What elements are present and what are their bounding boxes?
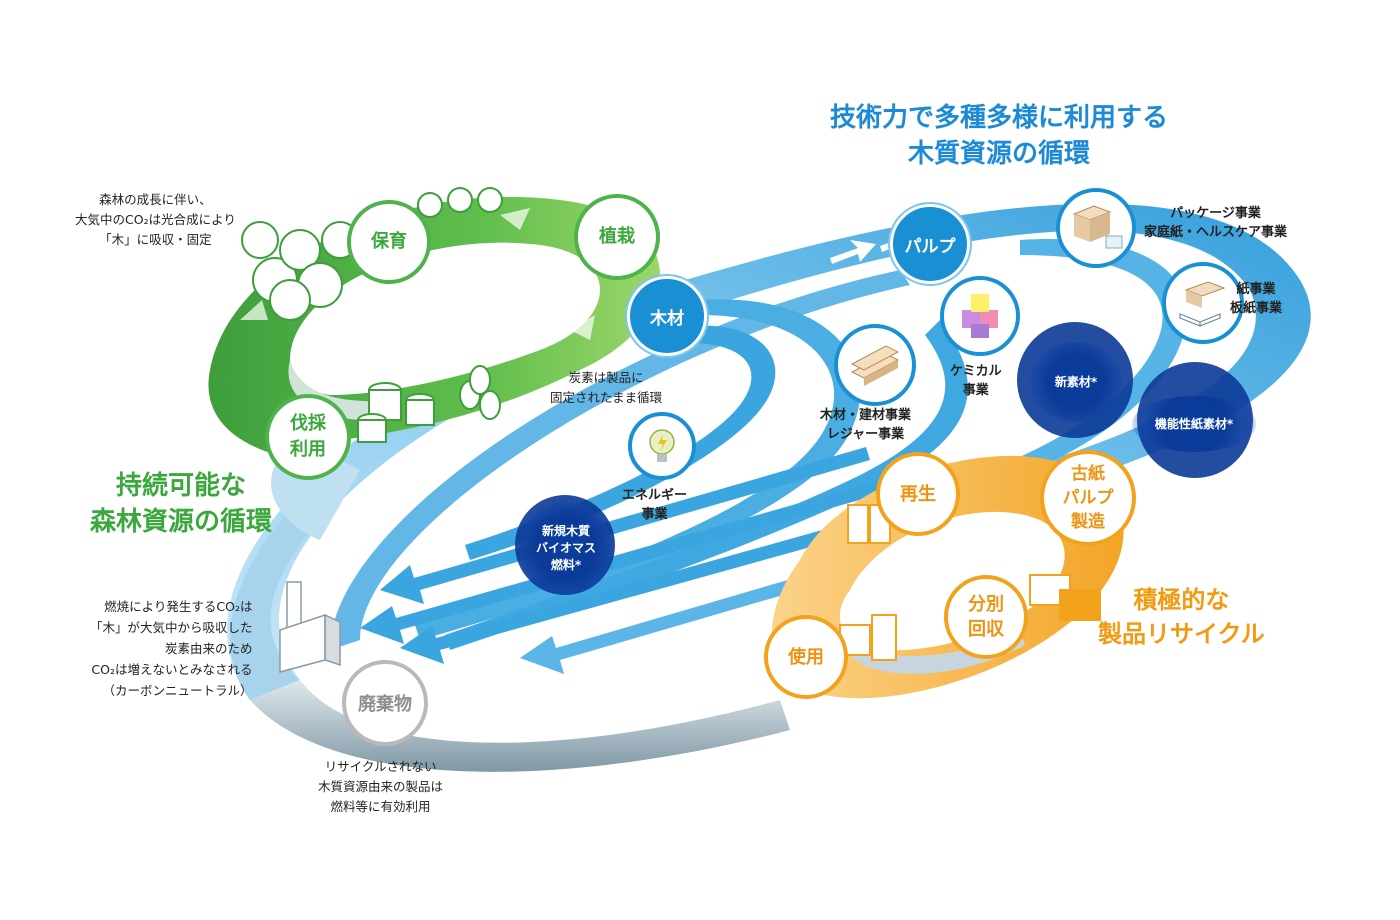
label-energy-line2: 事業 [641, 507, 668, 522]
node-harvest-use: 伐採 利用 [265, 394, 351, 480]
note-forest-co2: 森林の成長に伴い、 大気中のCO₂は光合成により 「木」に吸収・固定 [75, 190, 236, 250]
stumps-logs [357, 365, 501, 443]
note-carbon-line1: 炭素は製品に [568, 370, 644, 385]
node-functional-paper-label: 機能性紙素材* [1154, 416, 1234, 431]
node-regenerate: 再生 [876, 452, 960, 536]
title-orange-line1: 積極的な [1133, 586, 1230, 614]
label-package-business: パッケージ事業 家庭紙・ヘルスケア事業 [1144, 204, 1287, 242]
title-blue-line1: 技術力で多種多様に利用する [830, 103, 1169, 133]
note-combustion-line4: CO₂は増えないとみなされる [91, 662, 253, 677]
note-forest-line2: 大気中のCO₂は光合成により [75, 212, 236, 227]
label-chemical-business: ケミカル 事業 [950, 362, 1002, 400]
lightbulb-icon-glyph [649, 429, 675, 462]
node-sorting-line1: 分別 [968, 594, 1004, 615]
note-combustion-line3: 炭素由来のため [165, 641, 253, 656]
node-biomass-line2: バイオマス [535, 540, 596, 555]
label-timber-line1: 木材・建材事業 [820, 408, 912, 423]
label-paper-business: 紙事業 板紙事業 [1230, 280, 1282, 318]
node-harvest-line1: 伐採 [290, 413, 326, 434]
label-energy-business: エネルギー 事業 [622, 486, 687, 524]
node-biomass-line3: 燃料* [550, 557, 582, 572]
note-forest-line3: 「木」に吸収・固定 [99, 232, 212, 247]
paper-book-icon-glyph [1179, 281, 1226, 327]
title-wood-resource: 技術力で多種多様に利用する 木質資源の循環 [830, 100, 1168, 172]
label-energy-line1: エネルギー [622, 488, 688, 503]
node-tending: 保育 [347, 200, 431, 284]
note-combustion-line5: （カーボンニュートラル） [102, 683, 253, 698]
node-recycled-pulp: 古紙 パルプ 製造 [1040, 450, 1136, 546]
node-planting: 植栽 [574, 194, 660, 280]
note-carbon-fixed: 炭素は製品に 固定されたまま循環 [550, 368, 662, 408]
label-paper-line2: 板紙事業 [1230, 301, 1283, 316]
package-boxes-icon-glyph [1072, 205, 1123, 249]
node-waste: 廃棄物 [342, 660, 428, 746]
node-recycled-pulp-line1: 古紙 [1071, 464, 1105, 484]
node-regenerate-label: 再生 [900, 483, 936, 505]
lumber-icon-glyph [850, 345, 900, 386]
note-disposal: リサイクルされない 木質資源由来の製品は 燃料等に有効利用 [318, 757, 443, 817]
lightbulb-icon [628, 412, 696, 480]
node-timber: 木材 [627, 276, 707, 356]
package-boxes-icon [1056, 188, 1136, 268]
node-sorting-collection: 分別 回収 [944, 575, 1028, 659]
node-timber-label: 木材 [650, 308, 684, 329]
title-product-recycle: 積極的な 製品リサイクル [1098, 583, 1265, 651]
lumber-icon [834, 324, 916, 406]
note-carbon-line2: 固定されたまま循環 [550, 390, 663, 405]
title-blue-line2: 木質資源の循環 [908, 139, 1091, 169]
recycle-goods [839, 504, 1101, 661]
note-combustion-line1: 燃焼により発生するCO₂は [104, 599, 253, 614]
title-green-line2: 森林資源の循環 [90, 507, 273, 537]
node-harvest-line2: 利用 [290, 439, 326, 460]
paper-book-icon [1162, 262, 1244, 344]
node-sorting-line2: 回収 [968, 619, 1004, 640]
label-chemical-line2: 事業 [962, 383, 989, 398]
note-forest-line1: 森林の成長に伴い、 [99, 192, 212, 207]
label-package-line2: 家庭紙・ヘルスケア事業 [1144, 225, 1288, 240]
node-usage: 使用 [764, 615, 848, 699]
note-disposal-line1: リサイクルされない [324, 759, 437, 774]
node-new-materials: 新素材* [1030, 342, 1122, 422]
title-forest-resource: 持続可能な 森林資源の循環 [90, 468, 272, 540]
note-disposal-line3: 燃料等に有効利用 [330, 799, 431, 814]
label-timber-line2: レジャー事業 [826, 427, 905, 442]
note-disposal-line2: 木質資源由来の製品は [318, 779, 444, 794]
node-waste-label: 廃棄物 [358, 694, 412, 715]
factory-drawing [279, 581, 341, 673]
node-pulp-label: パルプ [904, 236, 956, 257]
note-carbon-neutral: 燃焼により発生するCO₂は 「木」が大気中から吸収した 炭素由来のため CO₂は… [90, 596, 253, 701]
node-recycled-pulp-line3: 製造 [1071, 512, 1105, 532]
chemical-cubes-icon-glyph [962, 294, 998, 338]
node-biomass-line1: 新規木質 [541, 523, 590, 538]
node-recycled-pulp-line2: パルプ [1062, 488, 1114, 508]
node-new-materials-label: 新素材* [1054, 374, 1098, 389]
chemical-cubes-icon [940, 276, 1020, 356]
node-tending-label: 保育 [371, 231, 407, 252]
label-paper-line1: 紙事業 [1236, 282, 1276, 297]
label-timber-business: 木材・建材事業 レジャー事業 [820, 406, 911, 444]
label-package-line1: パッケージ事業 [1170, 206, 1261, 221]
node-biomass-fuel: 新規木質 バイオマス 燃料* [520, 502, 612, 594]
title-green-line1: 持続可能な [116, 471, 247, 501]
title-orange-line2: 製品リサイクル [1098, 620, 1265, 648]
node-functional-paper: 機能性紙素材* [1132, 396, 1256, 452]
note-combustion-line2: 「木」が大気中から吸収した [90, 620, 253, 635]
node-usage-label: 使用 [788, 646, 824, 668]
node-planting-label: 植栽 [599, 226, 635, 247]
node-pulp: パルプ [890, 204, 970, 284]
label-chemical-line1: ケミカル [950, 364, 1002, 379]
